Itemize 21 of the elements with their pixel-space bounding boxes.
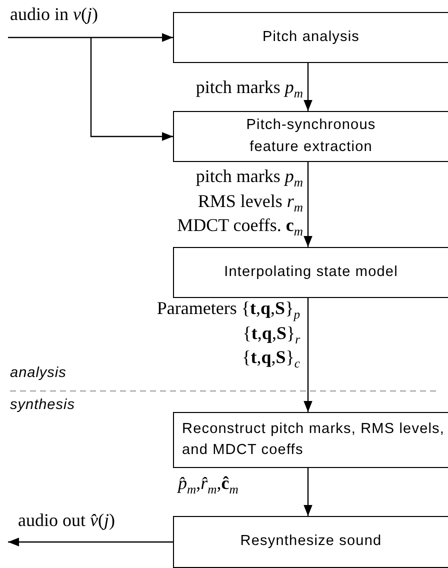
box-label: Interpolating state model [224,262,398,282]
box-label: Pitch-synchronous feature extraction [245,116,377,156]
arrow [304,63,312,111]
process-box [173,412,448,468]
arrow [90,37,173,141]
process-box [173,12,448,63]
box-label: Resynthesize sound [240,532,382,552]
process-box [173,516,448,568]
arrow [8,33,173,42]
arrow [304,162,312,247]
edge-label: audio out v̂(j) [18,511,116,530]
process-box [173,247,448,298]
arrow [304,298,312,412]
box-label: Pitch analysis [262,28,360,47]
arrow [8,538,173,546]
arrow [304,468,312,516]
box-label: Reconstruct pitch marks, RMS levels, and MDCT coeffs [182,420,446,460]
process-box [173,111,448,162]
section-label: synthesis [10,397,75,413]
edge-label: audio in v(j) [10,5,98,24]
section-label: analysis [10,365,66,381]
